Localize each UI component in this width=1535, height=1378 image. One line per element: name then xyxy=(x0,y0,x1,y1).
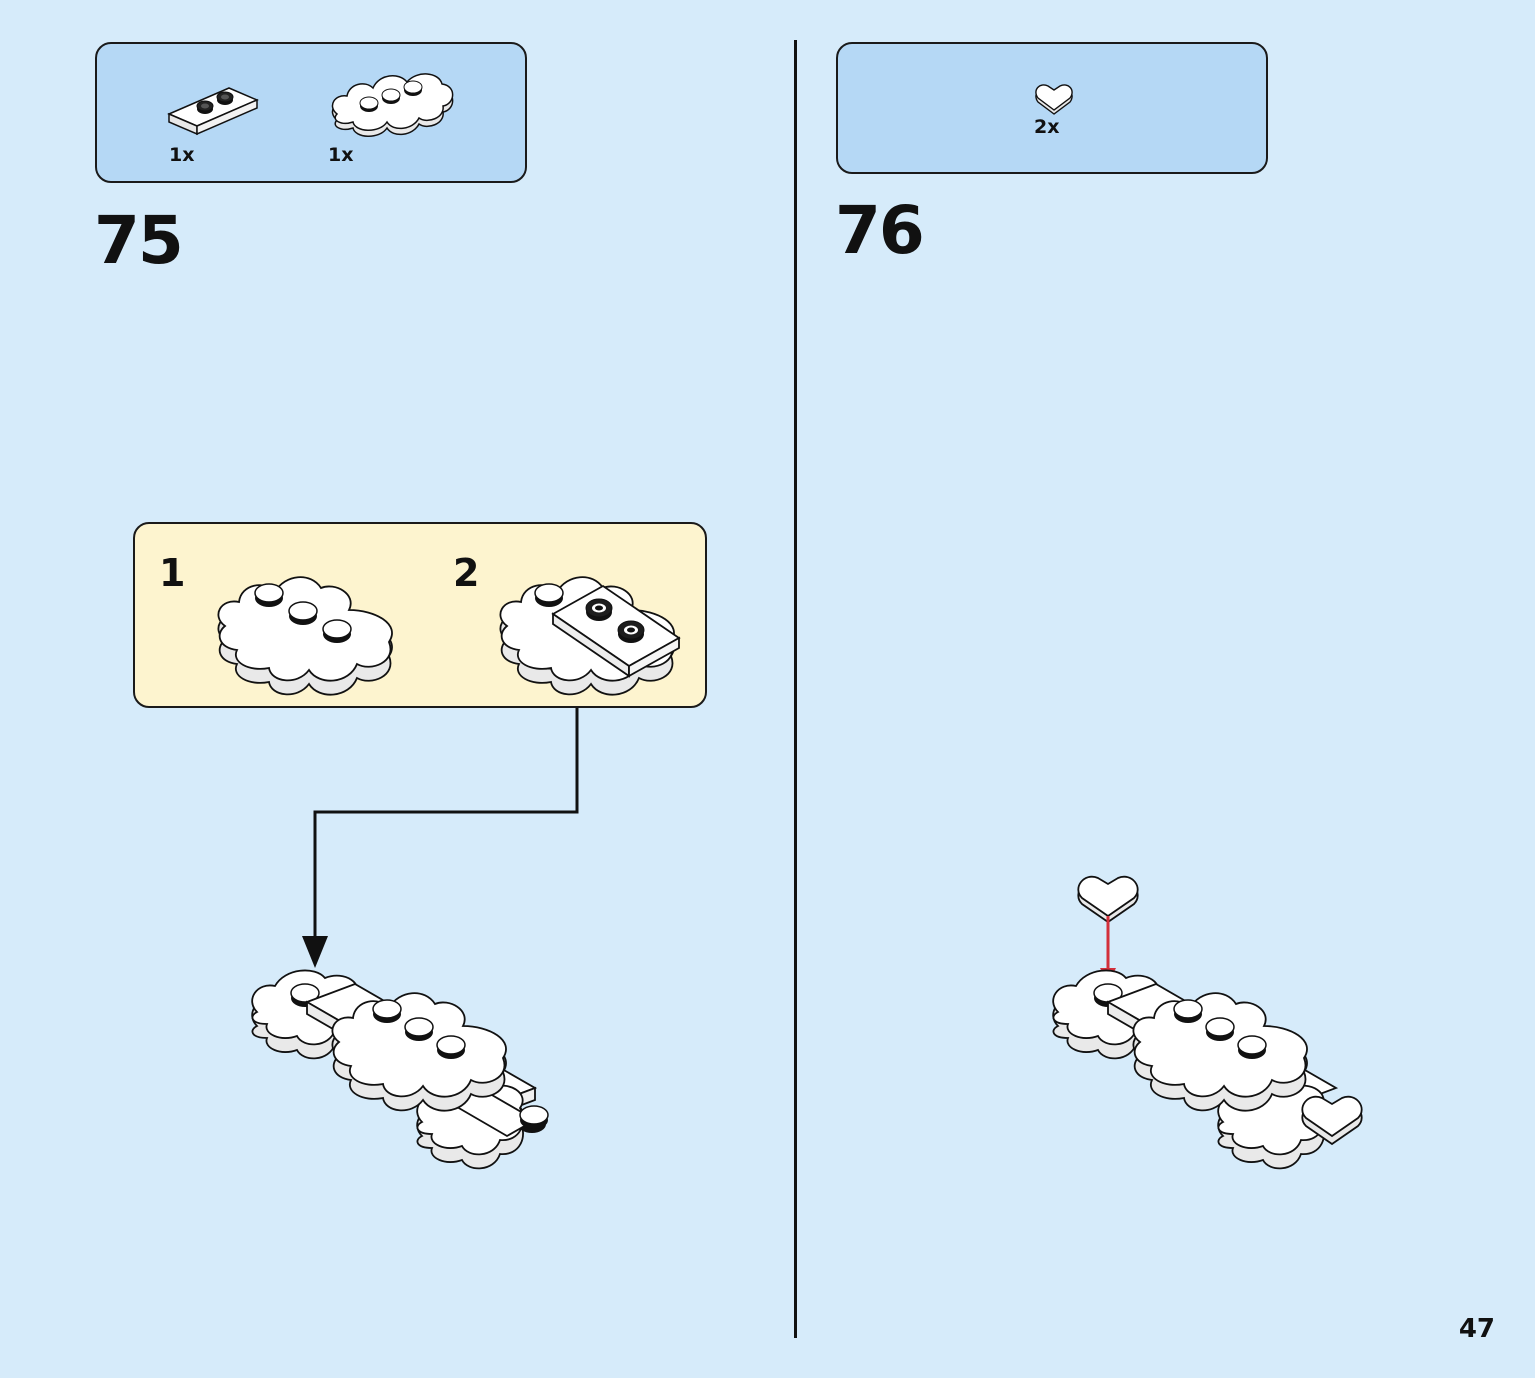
substep-number: 1 xyxy=(159,551,186,595)
part-quantity: 1x xyxy=(328,144,354,166)
heart-tile-piece xyxy=(1077,875,1139,924)
page-divider xyxy=(794,40,797,1338)
plate-1x3-icon xyxy=(167,87,259,136)
page-number: 47 xyxy=(1458,1314,1495,1344)
step-75-parts-list: 1x 1x xyxy=(95,42,527,183)
step-76-parts-list: 2x xyxy=(836,42,1268,174)
cloud-plate-icon xyxy=(331,73,454,137)
part-quantity: 1x xyxy=(169,144,195,166)
step-76-model xyxy=(1052,875,1363,1170)
cloud-with-plate-substep-2 xyxy=(499,576,681,696)
heart-tile-icon xyxy=(1035,84,1073,115)
substep-number: 2 xyxy=(453,551,480,595)
step-number: 76 xyxy=(835,192,925,269)
part-quantity: 2x xyxy=(1034,116,1060,138)
sub-assembly-callout: 1 2 xyxy=(133,522,707,708)
step-75-model xyxy=(251,969,549,1170)
cloud-plate-substep-1 xyxy=(217,576,393,696)
step-number: 75 xyxy=(94,202,184,279)
